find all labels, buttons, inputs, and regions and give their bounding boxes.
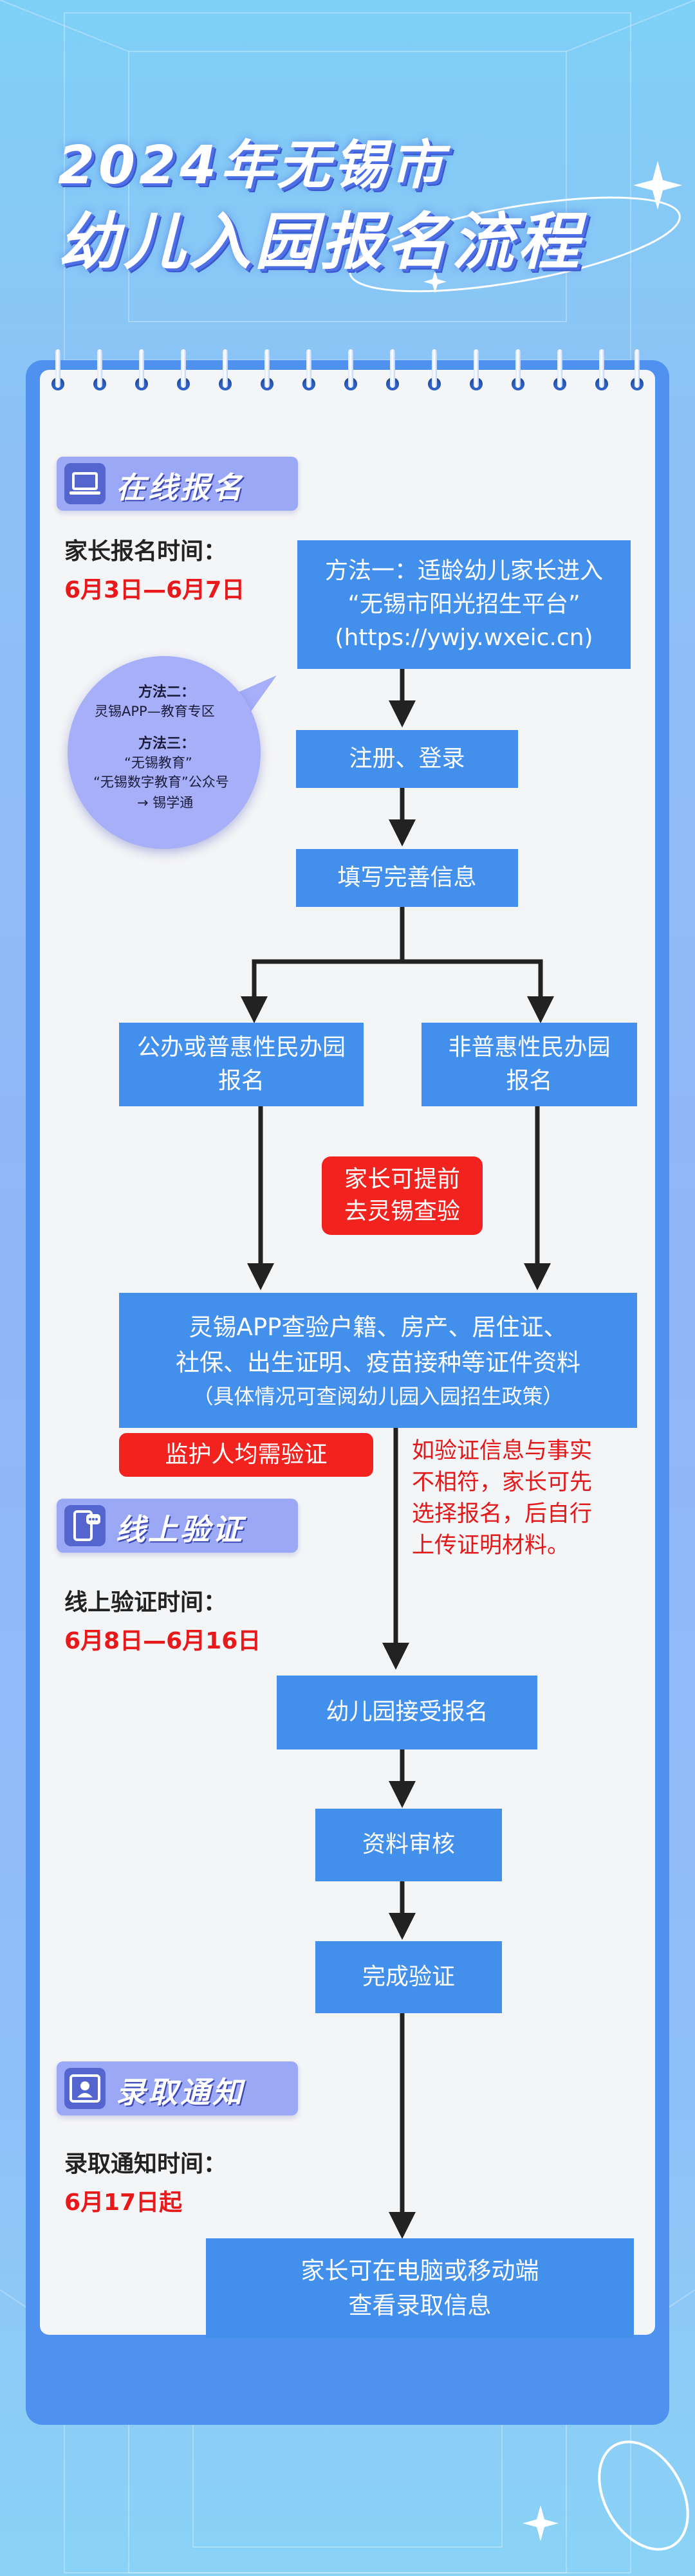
step-done-label: 完成验证 [362,1963,455,1990]
mismatch-line-2: 不相符，家长可先 [412,1470,593,1495]
early-check-line-1: 家长可提前 [344,1165,460,1192]
early-check-note: 家长可提前 去灵锡查验 [322,1156,483,1235]
section-tag-online-registration: 在线报名 [57,457,298,511]
step-register-label: 注册、登录 [349,745,465,772]
final-line-1: 家长可在电脑或移动端 [301,2256,539,2285]
ring [553,344,566,390]
section-tag-label: 在线报名 [116,470,245,505]
method-two-text: 灵锡APP—教育专区 [95,704,215,719]
early-check-line-2: 去灵锡查验 [344,1198,460,1225]
ring [261,344,273,390]
method-one-line-3: (https://ywjy.wxeic.cn) [335,625,593,652]
verification-line-2: 社保、出生证明、疫苗接种等证件资料 [176,1349,580,1376]
ring [219,344,232,390]
step-complete-verification: 完成验证 [315,1941,502,2013]
branch-public-kindergarten: 公办或普惠性民办园 报名 [119,1023,364,1106]
phone-chat-icon [64,1505,106,1546]
step-fill-label: 填写完善信息 [337,864,477,891]
ring [631,344,644,390]
registration-time-label: 家长报名时间： [64,538,227,565]
verification-time-label: 线上验证时间： [64,1589,227,1616]
method-one-box: 方法一：适龄幼儿家长进入 “无锡市阳光招生平台” (https://ywjy.w… [297,540,631,669]
section-tag-online-verification: 线上验证 [57,1499,298,1553]
laptop-icon [64,463,106,504]
ring [51,344,64,390]
mismatch-line-4: 上传证明材料。 [412,1533,570,1558]
ring [93,344,106,390]
ring [512,344,524,390]
step-fill-info: 填写完善信息 [296,849,518,907]
method-two-title: 方法二： [138,684,196,700]
branch-left-line-2: 报名 [218,1068,264,1094]
ring [386,344,399,390]
verification-line-1: 灵锡APP查验户籍、房产、居住证、 [189,1313,568,1341]
ring [470,344,483,390]
registration-time-value: 6月3日—6月7日 [64,577,245,603]
branch-right-line-2: 报名 [506,1068,553,1094]
title-line-2: 幼儿入园报名流程 [58,206,583,278]
ring [177,344,190,390]
page-title: 2024年无锡市 幼儿入园报名流程 [0,109,695,309]
step-review-label: 资料审核 [362,1831,455,1858]
ring [302,344,315,390]
step-accept-registration: 幼儿园接受报名 [277,1676,537,1749]
method-three-title: 方法三： [138,736,196,752]
branch-private-kindergarten: 非普惠性民办园 报名 [422,1023,637,1106]
method-three-line-1: “无锡教育” [124,755,192,771]
verification-box: 灵锡APP查验户籍、房产、居住证、 社保、出生证明、疫苗接种等证件资料 （具体情… [119,1293,637,1428]
title-line-1: 2024年无锡市 [58,135,447,196]
guardian-note-label: 监护人均需验证 [165,1441,328,1468]
method-three-line-2: “无锡数字教育”公众号 [93,774,229,790]
mismatch-line-3: 选择报名，后自行 [412,1501,593,1527]
ring [595,344,608,390]
ring [428,344,441,390]
id-card-icon [64,2068,106,2109]
section-tag-admission-notice: 录取通知 [57,2061,298,2115]
ring [344,344,357,390]
alt-methods-bubble: 方法二： 灵锡APP—教育专区 方法三： “无锡教育” “无锡数字教育”公众号 … [68,656,261,849]
final-result-box: 家长可在电脑或移动端 查看录取信息 [206,2238,634,2338]
branch-left-line-1: 公办或普惠性民办园 [136,1034,346,1061]
notice-time-value: 6月17日起 [64,2189,183,2216]
step-accept-label: 幼儿园接受报名 [326,1699,488,1726]
mismatch-note: 如验证信息与事实 不相符，家长可先 选择报名，后自行 上传证明材料。 [412,1436,592,1562]
method-three-line-3: → 锡学通 [137,795,194,810]
notice-time-label: 录取通知时间： [64,2151,227,2177]
ring [135,344,148,390]
method-one-line-1: 方法一：适龄幼儿家长进入 [324,557,603,584]
verification-line-3: （具体情况可查阅幼儿园入园招生政策） [192,1384,564,1409]
step-register-login: 注册、登录 [296,730,518,788]
section-tag-label: 线上验证 [116,1512,245,1547]
verification-time-value: 6月8日—6月16日 [64,1628,261,1654]
branch-right-line-1: 非普惠性民办园 [448,1034,611,1061]
mismatch-line-1: 如验证信息与事实 [412,1438,593,1464]
final-line-2: 查看录取信息 [348,2291,492,2319]
section-tag-label: 录取通知 [116,2075,245,2110]
step-review: 资料审核 [315,1809,502,1881]
method-one-line-2: “无锡市阳光招生平台” [348,590,580,617]
notebook-rings [51,344,644,402]
guardian-note: 监护人均需验证 [119,1433,373,1477]
